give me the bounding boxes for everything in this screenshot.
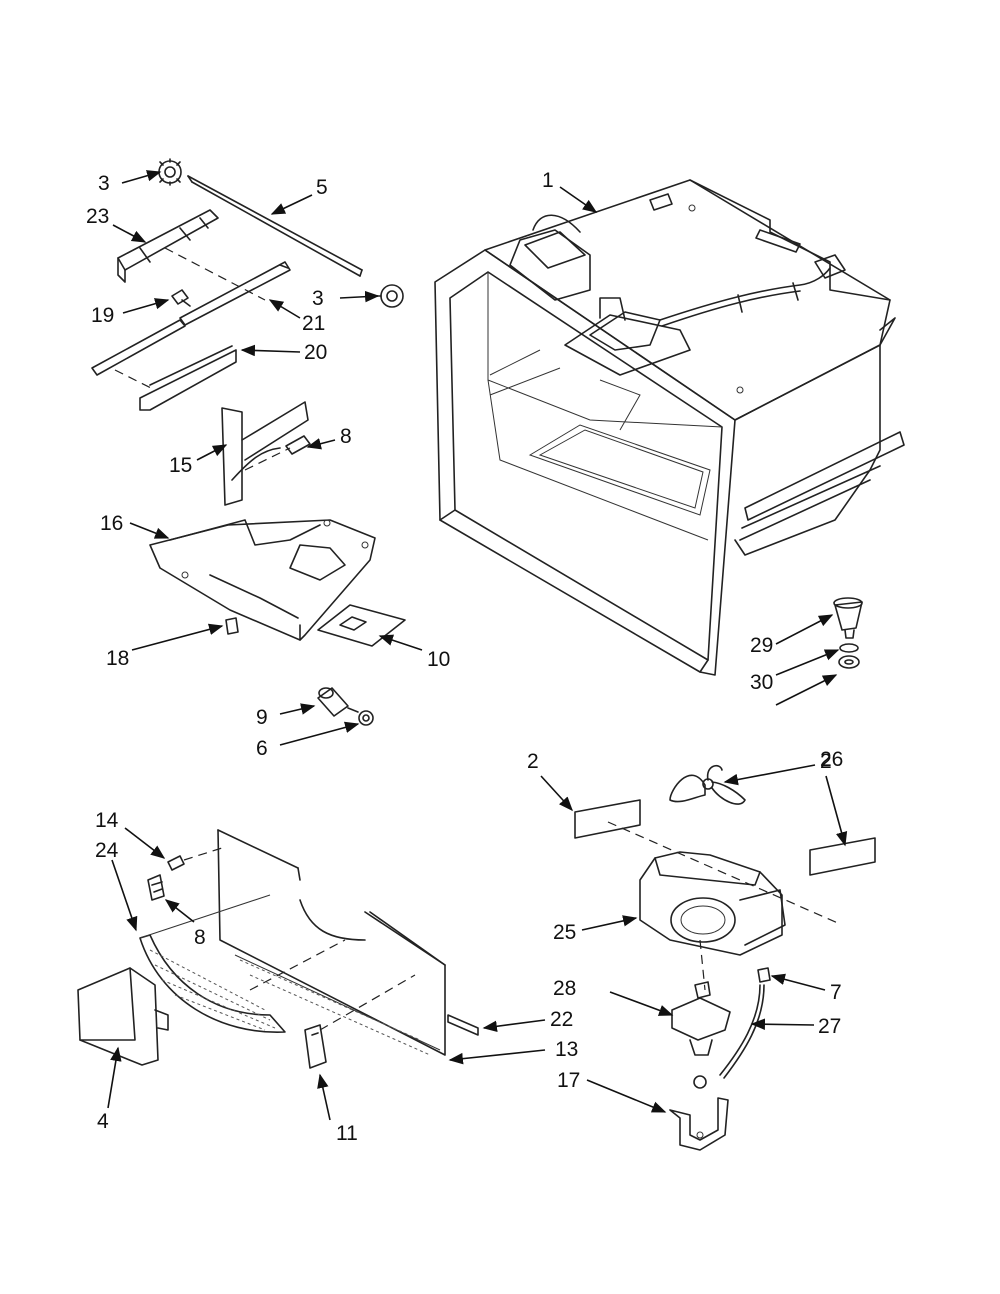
callout-6: 6 bbox=[256, 737, 268, 760]
callout-2-right: 2 bbox=[820, 750, 832, 773]
callout-11: 13 bbox=[555, 1038, 578, 1061]
callout-19: 21 bbox=[302, 312, 325, 335]
callout-16: 18 bbox=[106, 647, 129, 670]
callout-4: 4 bbox=[97, 1110, 109, 1133]
callout-12: 14 bbox=[95, 809, 119, 832]
callout-27: 29 bbox=[750, 634, 773, 657]
upper-left-parts bbox=[91, 158, 406, 726]
callout-10: 10 bbox=[427, 648, 450, 671]
callout-3-top: 3 bbox=[98, 172, 110, 195]
callout-28: 30 bbox=[750, 671, 773, 694]
callout-14: 16 bbox=[100, 512, 123, 535]
callout-26: 28 bbox=[553, 977, 576, 1000]
callout-8-upper: 8 bbox=[340, 425, 352, 448]
lower-left-parts bbox=[77, 829, 479, 1069]
callout-labels: 3 5 23 3 19 21 20 8 15 16 18 10 9 6 1 29… bbox=[86, 169, 843, 1145]
callout-22: 24 bbox=[95, 839, 119, 862]
callout-5: 5 bbox=[316, 176, 328, 199]
callout-21: 23 bbox=[86, 205, 109, 228]
callout-24: 26 bbox=[820, 748, 843, 771]
callout-8-lower: 7 bbox=[830, 981, 842, 1004]
callout-18: 20 bbox=[304, 341, 327, 364]
callout-20: 22 bbox=[550, 1008, 573, 1031]
callout-17: 19 bbox=[91, 304, 114, 327]
callout-23: 25 bbox=[553, 921, 576, 944]
callout-30: 11 bbox=[336, 1122, 358, 1145]
callout-2-left: 2 bbox=[527, 750, 539, 773]
callout-13: 15 bbox=[169, 454, 192, 477]
freezer-liner-part bbox=[434, 179, 905, 676]
fan-assembly-parts bbox=[574, 597, 876, 1151]
callout-1: 1 bbox=[542, 169, 554, 192]
callout-15: 17 bbox=[557, 1069, 580, 1092]
callout-7: 8 bbox=[194, 926, 206, 949]
callout-3-bottom: 3 bbox=[312, 287, 324, 310]
callout-25: 27 bbox=[818, 1015, 841, 1038]
callout-9: 9 bbox=[256, 706, 268, 729]
leader-lines bbox=[107, 170, 848, 1121]
